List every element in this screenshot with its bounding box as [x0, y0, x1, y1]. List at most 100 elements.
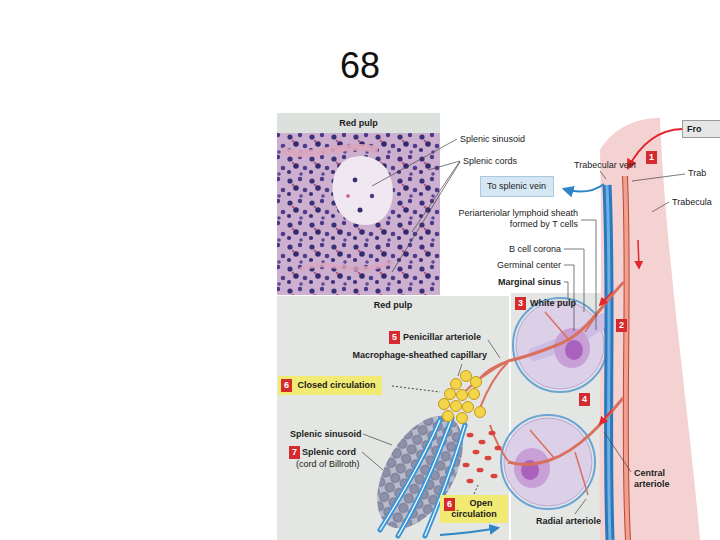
blood-vessel: [508, 398, 623, 465]
red-blood-cell: [463, 463, 470, 468]
leader-line: [564, 282, 568, 299]
part-label: Trabecular vein: [574, 160, 636, 171]
leader-line: [412, 161, 460, 232]
macrophage-sheath: [443, 411, 454, 422]
part-label: Trabecula: [672, 197, 712, 208]
blood-vessel: [607, 185, 610, 540]
part-label: Splenic sinusoid: [460, 134, 525, 145]
part-label: Germinal center: [497, 260, 561, 271]
micrograph: [346, 194, 350, 198]
flow-arrow: [600, 292, 612, 305]
splenic-sinusoid: [380, 420, 440, 530]
part-label: B cell corona: [509, 244, 561, 255]
flow-arrow: [628, 129, 682, 168]
lymphoid-nodule: [501, 298, 607, 509]
leader-line: [604, 432, 631, 472]
flow-arrow: [638, 240, 639, 268]
callout-number: 3: [515, 297, 526, 310]
part-label: Macrophage-sheathed capillary: [352, 350, 487, 361]
leader-line: [362, 171, 685, 514]
blood-vessel: [625, 176, 628, 540]
trabecula: [600, 118, 700, 540]
dashed-pointer: [392, 386, 440, 392]
leader-line: [363, 434, 392, 445]
red-blood-cell: [485, 456, 492, 461]
part-label: Periarteriolar lymphoid sheath formed by…: [458, 208, 578, 230]
white-pulp-panel: White pulp: [510, 293, 650, 540]
leader-line: [372, 139, 457, 186]
trabecula: [600, 118, 700, 540]
macrophage-sheath: [471, 377, 482, 388]
node-text: Closed circulation: [278, 376, 382, 395]
flow-arrow: [564, 129, 682, 424]
blood-vessel: [607, 185, 610, 540]
macrophage-sheath: [457, 390, 468, 401]
blood-vessel: [490, 425, 508, 461]
flow-arrow: [600, 410, 612, 424]
leader-line: [632, 174, 685, 181]
callout-number: 2: [616, 319, 627, 332]
macrophage-sheath: [445, 389, 456, 400]
micrograph: [358, 208, 363, 213]
red-blood-cell: [477, 468, 484, 473]
micrograph: [277, 133, 440, 295]
blood-vessel: [625, 176, 628, 540]
macrophage-sheath: [461, 371, 472, 382]
lymphoid-nodule: [565, 340, 583, 360]
closed-circulation-box: Closed circulation: [278, 376, 382, 395]
part-label: Trab: [688, 168, 706, 179]
leader-line: [575, 499, 586, 514]
red-blood-cell: [463, 431, 502, 484]
part-label: Splenic sinusoid: [290, 429, 362, 440]
micrograph: [277, 133, 440, 295]
part-label: Central arteriole: [634, 468, 686, 490]
leader-line: [652, 202, 669, 212]
macrophage-sheath: [463, 402, 474, 413]
callout-number: 6: [444, 498, 455, 511]
lymphoid-nodule: [554, 328, 590, 368]
part-label: Splenic cord: [302, 447, 356, 458]
part-label: Marginal sinus: [498, 277, 561, 288]
callout-number: 1: [646, 151, 657, 164]
blood-vessel: [575, 452, 588, 495]
part-label: Penicillar arteriole: [403, 332, 481, 343]
dashed-pointer: [474, 485, 478, 494]
blood-vessel: [508, 282, 624, 361]
callout-number: 7: [289, 446, 300, 459]
leader-line: [458, 364, 462, 376]
dashed-pointer: [392, 386, 478, 494]
leader-line: [581, 220, 596, 330]
leader-line: [600, 171, 606, 179]
node-text: Red pulp: [277, 296, 509, 311]
red-blood-cell: [479, 440, 486, 445]
blood-vessel: [480, 362, 508, 408]
micrograph: [300, 262, 392, 270]
splenic-sinusoid: [440, 528, 498, 535]
macrophage-sheath: [475, 407, 486, 418]
red-blood-cell: [467, 433, 474, 438]
node-text: Fro: [683, 121, 720, 138]
callout-number: 5: [389, 331, 400, 344]
micrograph-panel: Red pulp: [277, 113, 440, 295]
red-blood-cell: [491, 474, 498, 479]
macrophage-sheath: [439, 399, 450, 410]
destination-box: To splenic vein: [480, 176, 554, 197]
red-blood-cell: [489, 431, 496, 436]
part-label: Radial arteriole: [536, 516, 601, 527]
flow-arrow: [564, 184, 604, 192]
micrograph: [282, 147, 378, 153]
leader-line: [488, 340, 500, 358]
red-blood-cell: [473, 450, 480, 455]
blood-vessel: [585, 310, 600, 332]
macrophage-sheath: [451, 379, 462, 390]
leader-line: [392, 162, 460, 272]
micrograph: [333, 156, 393, 225]
slide-title: 68: [0, 46, 720, 86]
part-label: Splenic cords: [463, 156, 517, 167]
lymphoid-nodule: [514, 448, 550, 488]
node-text: Red pulp: [277, 113, 440, 133]
blood-vessel: [530, 430, 555, 459]
macrophage-sheath: [457, 413, 468, 424]
micrograph: [370, 194, 374, 198]
node-text: To splenic vein: [481, 177, 553, 196]
